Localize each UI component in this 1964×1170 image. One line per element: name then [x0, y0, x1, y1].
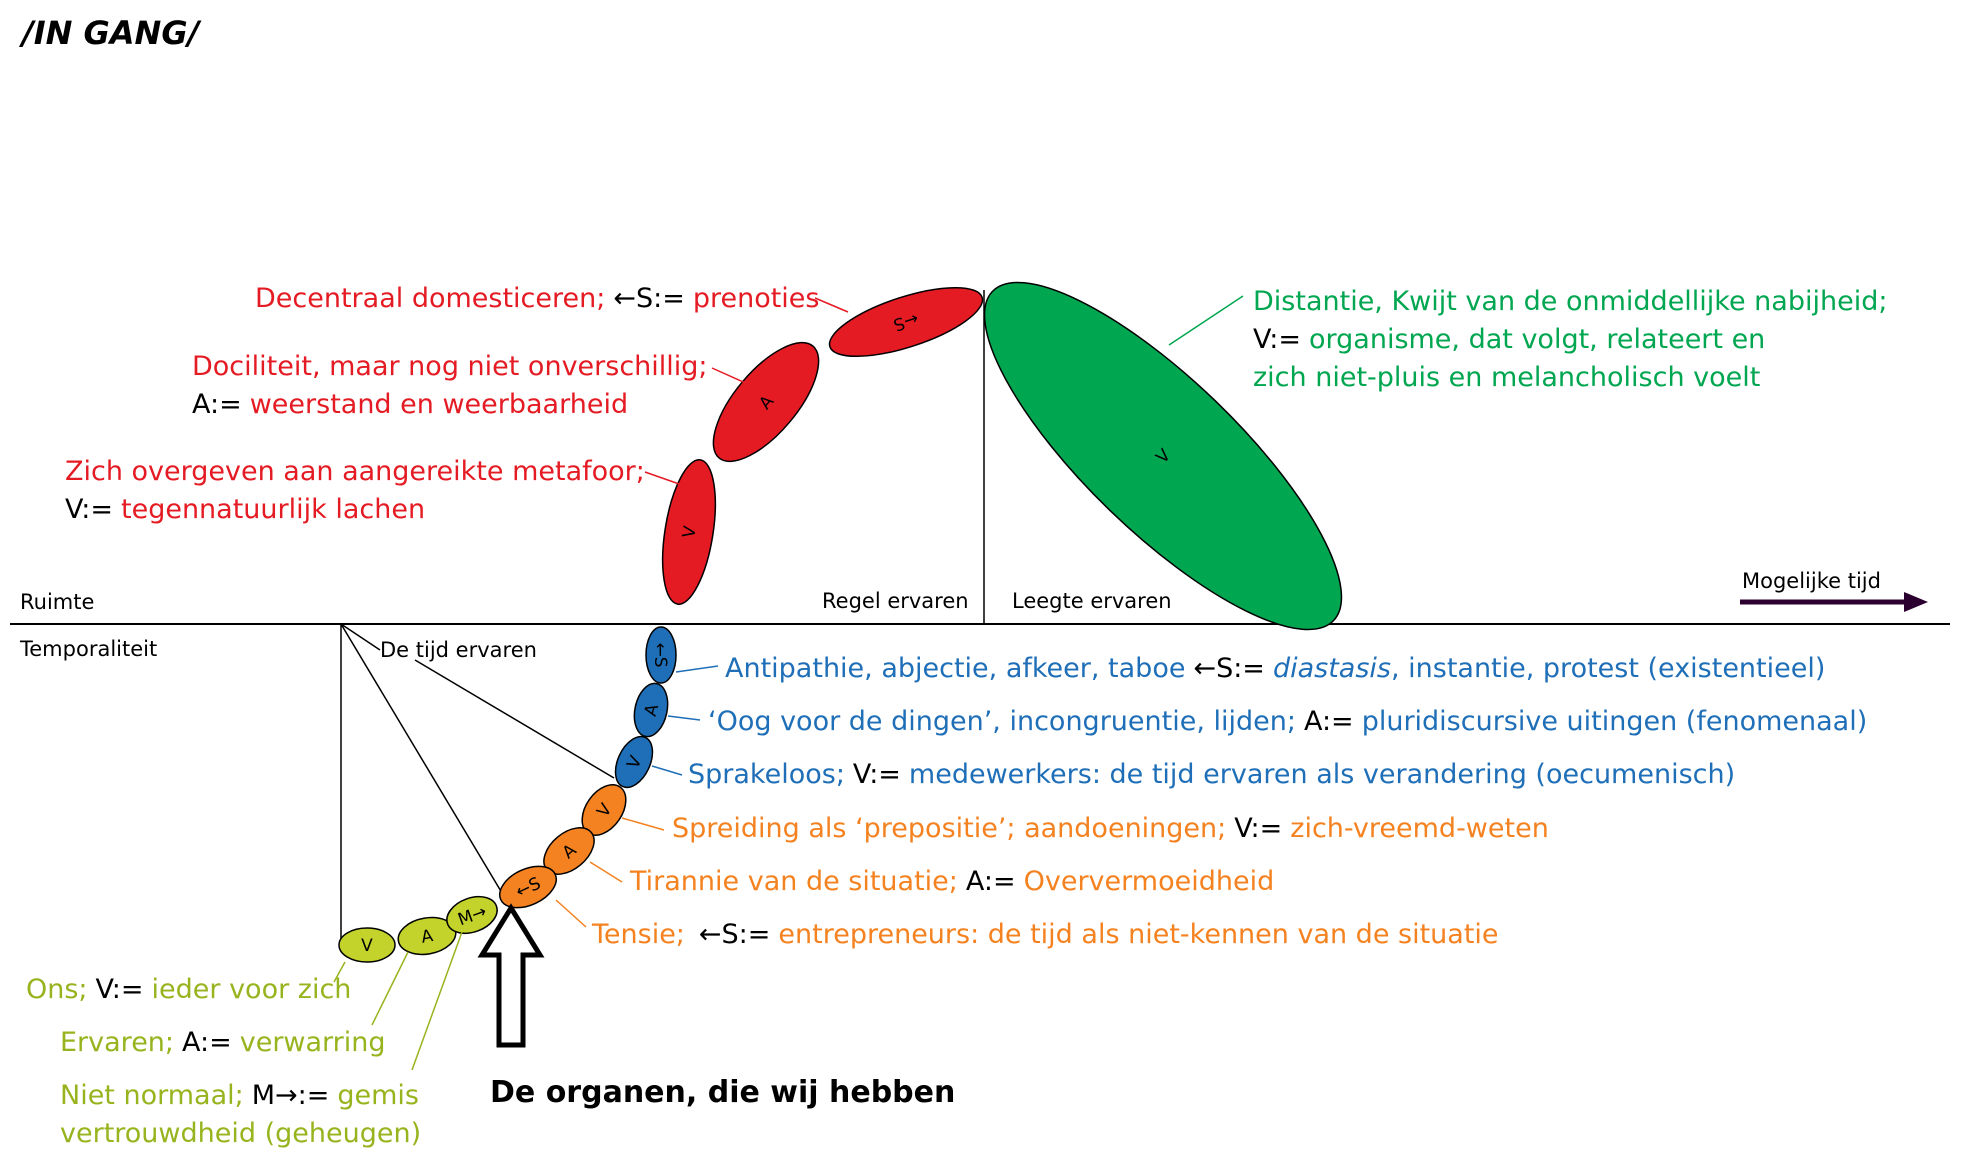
origin-line-to-tijd — [340, 623, 381, 651]
leader-red1 — [814, 297, 849, 313]
leader-blue3 — [651, 765, 683, 776]
label-red-decentraal: Decentraal domesticeren;←S:=prenoties — [255, 283, 819, 314]
lime-oval-m: M→ — [446, 895, 498, 935]
label-red-weerstand: A:=weerstand en weerbaarheid — [192, 389, 628, 420]
tijd-line-to-blue — [414, 659, 615, 779]
red-oval-a: A — [712, 341, 820, 463]
label-olive-ervaren: Ervaren;A:=verwarring — [60, 1027, 386, 1058]
axis-label-temporaliteit: Temporaliteit — [19, 637, 157, 661]
label-green-melancholisch: zich niet-pluis en melancholisch voelt — [1253, 362, 1760, 393]
blue-oval-s: ←S — [645, 626, 677, 684]
leader-blue1 — [675, 665, 719, 673]
svg-text:←S: ←S — [650, 642, 670, 667]
label-orange-spreiding: Spreiding als ‘prepositie’; aandoeningen… — [672, 813, 1549, 844]
axis-label-ruimte: Ruimte — [20, 590, 94, 614]
blue-oval-a: A — [633, 682, 669, 738]
orange-oval-a: A — [543, 827, 595, 875]
label-green-distantie: Distantie, Kwijt van de onmiddellijke na… — [1253, 286, 1887, 317]
leader-red3 — [644, 471, 683, 486]
page-title: /IN GANG/ — [18, 14, 202, 52]
axis-label-mogelijke-tijd: Mogelijke tijd — [1742, 569, 1881, 593]
leader-orange3 — [555, 899, 587, 928]
leader-orange2 — [589, 861, 623, 883]
axis-label-leegte-ervaren: Leegte ervaren — [1012, 589, 1172, 613]
leader-orange1 — [621, 817, 665, 831]
label-red-lachen: V:=tegennatuurlijk lachen — [65, 494, 425, 525]
label-olive-vertrouwdheid: vertrouwdheid (geheugen) — [60, 1118, 421, 1149]
label-red-dociliteit: Dociliteit, maar nog niet onverschillig; — [192, 351, 708, 382]
organs-up-arrow — [477, 903, 545, 1048]
caption-organen: De organen, die wij hebben — [490, 1075, 955, 1110]
label-olive-ons: Ons;V:=ieder voor zich — [26, 974, 351, 1005]
label-orange-tensie: Tensie;←S:=entrepreneurs: de tijd als ni… — [591, 919, 1499, 950]
label-olive-niet-normaal: Niet normaal;M→:=gemis — [60, 1080, 419, 1111]
leader-green — [1168, 295, 1244, 346]
leader-olive3 — [411, 931, 463, 1071]
red-oval-v: V — [661, 459, 717, 605]
leader-olive2 — [371, 951, 409, 1026]
leader-red2 — [711, 367, 751, 386]
time-arrow-head — [1904, 592, 1928, 612]
axis-label-regel-ervaren: Regel ervaren — [822, 589, 969, 613]
blue-oval-v: V — [614, 735, 654, 789]
red-oval-s: ←S — [828, 286, 984, 358]
svg-text:V: V — [679, 524, 701, 539]
label-red-metafoor: Zich overgeven aan aangereikte metafoor; — [65, 456, 645, 487]
origin-line-diagonal — [340, 623, 509, 904]
svg-text:A: A — [420, 926, 435, 948]
label-blue-sprakeloos: Sprakeloos;V:=medewerkers: de tijd ervar… — [688, 759, 1735, 790]
leader-olive1 — [333, 961, 346, 983]
label-green-organisme: V:=organisme, dat volgt, relateert en — [1253, 324, 1765, 355]
orange-oval-v: V — [581, 784, 627, 836]
axis-label-de-tijd-ervaren: De tijd ervaren — [380, 638, 537, 662]
orange-oval-s: ←S — [499, 865, 557, 909]
label-blue-oog: ‘Oog voor de dingen’, incongruentie, lij… — [708, 706, 1867, 737]
label-orange-tirannie: Tirannie van de situatie;A:=Oververmoeid… — [629, 866, 1274, 897]
svg-text:V: V — [361, 936, 373, 956]
svg-text:A: A — [641, 702, 663, 719]
label-blue-antipathie: Antipathie, abjectie, afkeer, taboe←S:=d… — [725, 653, 1825, 684]
green-oval-v: V — [983, 281, 1343, 631]
leader-blue2 — [667, 715, 701, 721]
lime-oval-v: V — [338, 927, 396, 963]
lime-oval-a: A — [397, 916, 457, 956]
